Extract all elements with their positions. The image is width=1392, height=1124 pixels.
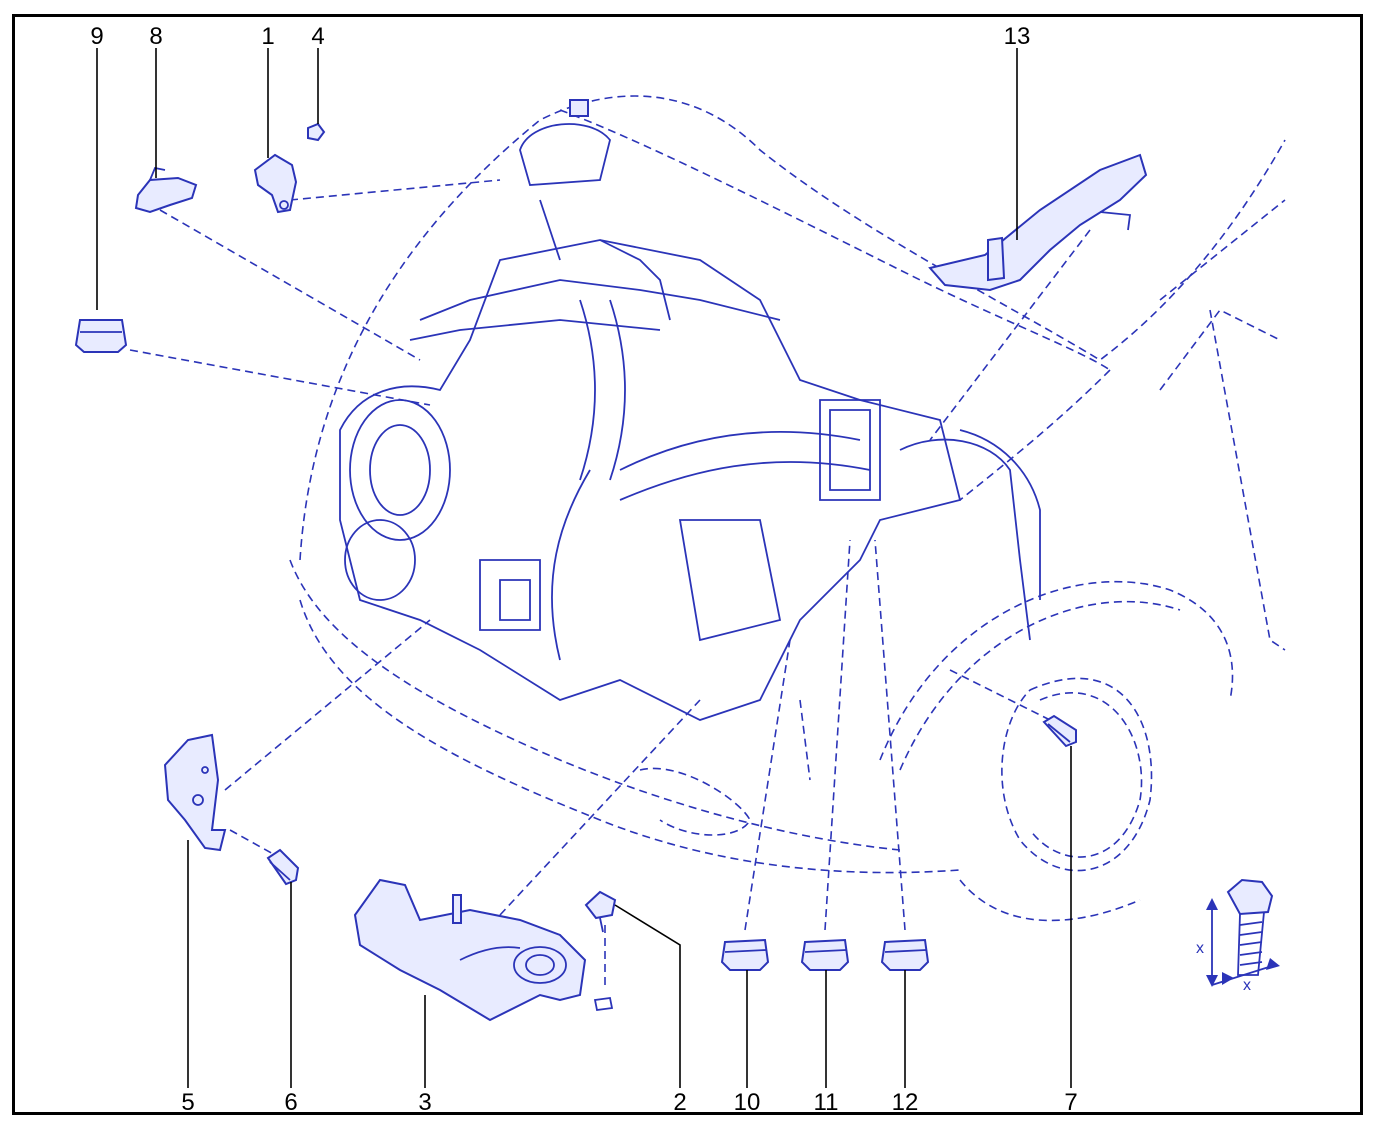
part-11-grommet xyxy=(800,938,850,971)
assembly-lines xyxy=(129,179,1091,985)
part-12-grommet xyxy=(880,938,930,971)
callout-5: 5 xyxy=(181,1089,194,1116)
dimension-label-vertical: x xyxy=(1196,940,1204,957)
callout-1: 1 xyxy=(261,23,274,50)
part-13-bracket xyxy=(928,153,1148,292)
callout-7: 7 xyxy=(1064,1089,1077,1116)
engine-assembly xyxy=(339,99,1041,721)
leader-lines xyxy=(96,48,1072,1088)
callout-12: 12 xyxy=(892,1089,919,1116)
part-4-nut xyxy=(307,122,326,142)
callout-3: 3 xyxy=(418,1089,431,1116)
callouts: 9 8 1 4 13 5 6 3 2 10 11 12 7 xyxy=(90,23,1077,1116)
diagram-frame xyxy=(12,14,1363,1115)
part-2-screw xyxy=(584,890,617,933)
part-10-grommet xyxy=(720,938,770,971)
part-5-bracket xyxy=(163,733,227,852)
part-1-bracket xyxy=(253,153,298,214)
callout-10: 10 xyxy=(734,1089,761,1116)
callout-8: 8 xyxy=(149,23,162,50)
part-8-clip xyxy=(134,166,198,214)
bolt-dimension-detail: x x xyxy=(1196,878,1280,994)
callout-4: 4 xyxy=(311,23,324,50)
callout-2: 2 xyxy=(673,1089,686,1116)
callout-13: 13 xyxy=(1004,23,1031,50)
part-3-plate xyxy=(353,878,614,1022)
callout-9: 9 xyxy=(90,23,103,50)
callout-6: 6 xyxy=(284,1089,297,1116)
dimension-label-horizontal: x xyxy=(1243,977,1251,994)
part-9-grommet xyxy=(74,319,128,353)
part-6-bolt xyxy=(266,848,300,886)
vehicle-body-outline xyxy=(289,95,1286,922)
callout-11: 11 xyxy=(814,1089,839,1116)
part-7-bolt xyxy=(1042,714,1077,748)
